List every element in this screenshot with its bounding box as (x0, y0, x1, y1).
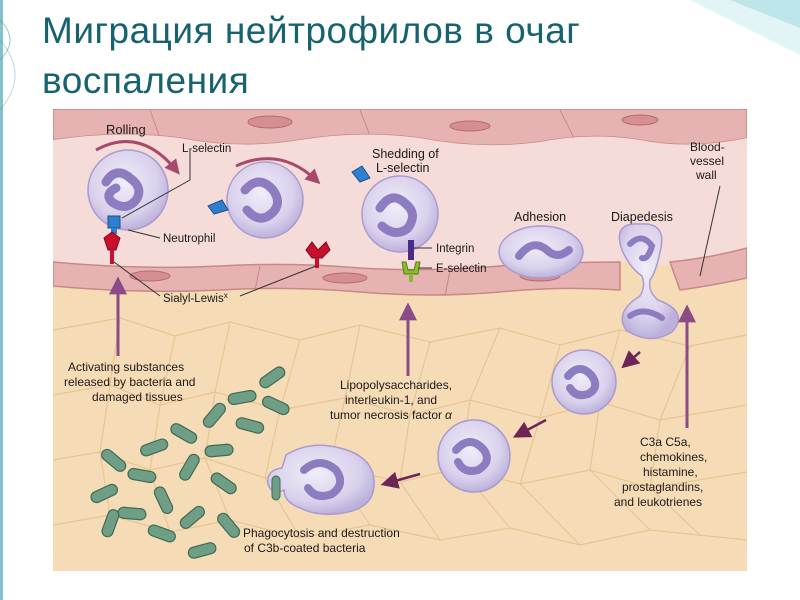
leader-vessel-wall (699, 185, 721, 277)
l-selectin-molecule-1 (107, 215, 121, 234)
label-neutrophil: Neutrophil (163, 233, 215, 245)
leader-l-selectin (121, 150, 191, 219)
label-integrin: Integrin (436, 243, 474, 255)
arrow-migration-2 (512, 418, 547, 438)
label-shedding-1: Shedding of (372, 147, 439, 161)
label-c3a-4: prostaglandins, (622, 480, 703, 494)
sialyl-lewis-receptor-2 (305, 241, 331, 268)
label-c3a-3: histamine, (643, 465, 698, 479)
bacteria-cluster (90, 366, 290, 559)
sialyl-lewis-receptor-1 (103, 231, 121, 264)
e-selectin-molecule (401, 261, 421, 282)
label-c3a-1: C3a C5a, (640, 435, 691, 449)
neutrophil-tissue-1 (551, 349, 617, 415)
label-c3a-5: and leukotrienes (614, 495, 702, 509)
label-activating-3: damaged tissues (92, 390, 183, 404)
label-phagocytosis-1: Phagocytosis and destruction (243, 526, 400, 540)
leader-sialyl-lewis (113, 261, 317, 297)
integrin-molecule (408, 240, 414, 260)
label-l-selectin: L-selectin (182, 143, 231, 155)
label-c3a-2: chemokines, (640, 450, 707, 464)
neutrophil-shedding (361, 175, 439, 253)
label-lps-2: interleukin-1, and (345, 393, 437, 407)
l-selectin-molecule-free (207, 199, 229, 215)
l-selectin-shed (351, 165, 371, 183)
label-phagocytosis-2: of C3b-coated bacteria (244, 541, 366, 555)
label-vessel-wall-1: Blood- (690, 140, 725, 154)
label-vessel-wall-3: wall (695, 168, 717, 182)
label-adhesion: Adhesion (514, 210, 566, 224)
leader-neutrophil (127, 229, 161, 239)
neutrophil-phagocytosis (267, 444, 375, 515)
neutrophil-tissue-2 (437, 419, 511, 493)
label-shedding-2: L-selectin (376, 161, 430, 175)
arrow-migration-3 (380, 471, 421, 489)
neutrophil-rolling-2 (226, 161, 304, 239)
label-activating-1: Activating substances (68, 360, 184, 374)
label-vessel-wall-2: vessel (690, 154, 724, 168)
label-sialyl-lewis: Sialyl-Lewisx (163, 291, 228, 305)
slide-title: Миграция нейтрофилов в очаг воспаления (42, 10, 581, 101)
arrow-migration-1 (621, 350, 641, 369)
label-diapedesis: Diapedesis (611, 210, 673, 224)
rolling-curve-arrow-2 (235, 157, 321, 185)
label-rolling: Rolling (106, 122, 146, 137)
neutrophil-adhesion (498, 225, 584, 279)
rolling-curve-arrow-1 (95, 140, 180, 175)
label-e-selectin: E-selectin (436, 263, 487, 275)
neutrophil-rolling-1 (87, 149, 169, 231)
neutrophil-diapedesis (618, 223, 680, 340)
label-activating-2: released by bacteria and (64, 375, 195, 389)
label-lps-1: Lipopolysaccharides, (340, 378, 452, 392)
